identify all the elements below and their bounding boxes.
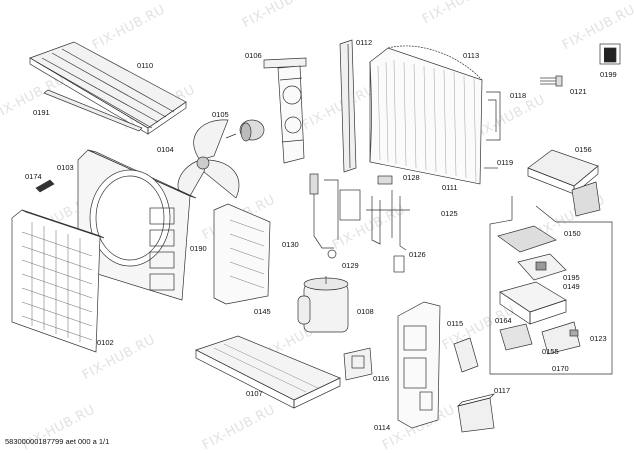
part-label-0130: 0130 xyxy=(282,240,299,249)
part-label-0129: 0129 xyxy=(342,261,359,270)
handle-cover xyxy=(456,393,496,433)
part-label-0110: 0110 xyxy=(137,61,154,70)
part-label-0108: 0108 xyxy=(357,307,374,316)
part-label-0104: 0104 xyxy=(157,145,174,154)
board-cover xyxy=(497,225,557,253)
part-label-0199: 0199 xyxy=(600,70,617,79)
footer-reference: 58300000187799 aet 000 a 1/1 xyxy=(5,437,110,446)
part-label-0115: 0115 xyxy=(447,319,464,328)
part-label-0191: 0191 xyxy=(33,108,50,117)
part-label-0128: 0128 xyxy=(403,173,420,182)
part-label-0123: 0123 xyxy=(590,334,607,343)
part-label-0113: 0113 xyxy=(463,51,480,60)
coil-pipes xyxy=(484,91,501,169)
strip-part xyxy=(43,89,143,132)
part-label-0156: 0156 xyxy=(575,145,592,154)
base-tray xyxy=(195,335,341,409)
top-cover-panel xyxy=(29,41,187,135)
manual-icon xyxy=(599,43,621,65)
motor-bracket xyxy=(263,57,307,164)
rear-panel-frame xyxy=(213,203,271,305)
part-label-0126: 0126 xyxy=(409,250,426,259)
condenser-coil xyxy=(369,45,483,185)
mounting-bracket xyxy=(343,347,373,381)
part-label-0111: 0111 xyxy=(442,183,458,192)
part-label-0195: 0195 xyxy=(563,273,580,282)
part-label-0106: 0106 xyxy=(245,51,262,60)
part-label-0107: 0107 xyxy=(246,389,263,398)
part-label-0150: 0150 xyxy=(564,229,581,238)
control-box xyxy=(527,149,601,217)
part-label-0118: 0118 xyxy=(510,91,527,100)
part-label-0116: 0116 xyxy=(373,374,390,383)
pcb-board xyxy=(517,253,567,281)
part-label-0145: 0145 xyxy=(254,307,271,316)
part-label-0155: 0155 xyxy=(542,347,559,356)
reversing-valve xyxy=(366,175,410,273)
side-panel xyxy=(397,301,441,429)
small-clip xyxy=(35,179,55,193)
compressor xyxy=(297,276,349,333)
part-label-0102: 0102 xyxy=(97,338,114,347)
part-label-0121: 0121 xyxy=(570,87,587,96)
part-label-0190: 0190 xyxy=(190,244,207,253)
part-label-0103: 0103 xyxy=(57,163,74,172)
part-label-0174: 0174 xyxy=(25,172,42,181)
valve-cover xyxy=(453,337,479,373)
part-label-0117: 0117 xyxy=(494,386,511,395)
part-label-0112: 0112 xyxy=(356,38,373,47)
part-label-0105: 0105 xyxy=(212,110,229,119)
side-post xyxy=(339,39,357,173)
part-label-0149: 0149 xyxy=(563,282,580,291)
sensor-part xyxy=(540,75,563,87)
part-label-0170: 0170 xyxy=(552,364,569,373)
part-label-0114: 0114 xyxy=(374,423,391,432)
part-label-0125: 0125 xyxy=(441,209,458,218)
fan-motor xyxy=(225,119,265,142)
part-label-0164: 0164 xyxy=(495,316,512,325)
capacitor xyxy=(499,323,533,351)
fan-propeller xyxy=(177,119,240,199)
electronics-group-box xyxy=(489,196,613,375)
front-grille xyxy=(11,209,105,353)
part-label-0119: 0119 xyxy=(497,158,514,167)
electrical-box xyxy=(499,281,567,325)
valve-assembly xyxy=(309,173,361,259)
terminal-block xyxy=(541,321,581,355)
